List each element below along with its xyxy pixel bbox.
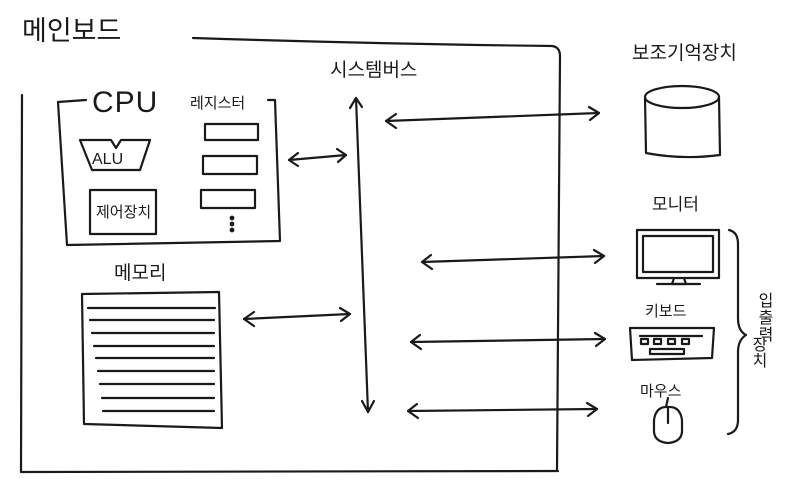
register-ellipsis-dot [229,227,235,233]
cpu-bus-arrow [287,147,348,168]
keyboard-label: 키보드 [645,302,687,320]
register-slot [201,154,259,176]
io-device-label-part2: 장치 [749,336,768,368]
register-stack [199,122,260,233]
system-bus-line [348,96,376,414]
keyboard-icon [628,326,716,362]
alu-label: ALU [92,151,124,168]
register-label: 레지스터 [190,94,246,112]
mainboard-label: 메인보드 [22,16,122,47]
cpu-box [56,98,282,247]
secondary-storage-label: 보조기억장치 [632,42,737,64]
memory-label: 메모리 [114,262,167,284]
control-unit-box [88,188,158,236]
cpu-label: CPU [92,86,159,119]
storage-bus-arrow [384,105,601,130]
register-slot [199,188,257,210]
register-ellipsis-dot [229,215,235,221]
monitor-bus-arrow [420,248,606,271]
register-slot [203,122,260,142]
monitor-label: 모니터 [652,195,699,215]
mouse-bus-arrow [406,401,599,420]
control-unit-label: 제어장치 [96,203,152,221]
memory-block [80,290,224,430]
mainboard-outline [19,36,562,474]
storage-cylinder-icon [643,84,722,159]
mouse-icon [652,396,684,445]
io-bracket [726,228,748,436]
memory-bus-arrow [242,306,352,328]
system-bus-label: 시스템버스 [330,59,418,81]
monitor-icon [635,228,721,286]
register-ellipsis-dot [229,221,235,227]
io-device-label-part1: 입출력 [755,292,774,343]
mouse-label: 마우스 [640,382,682,400]
keyboard-bus-arrow [409,331,607,351]
alu-shape [78,138,152,172]
